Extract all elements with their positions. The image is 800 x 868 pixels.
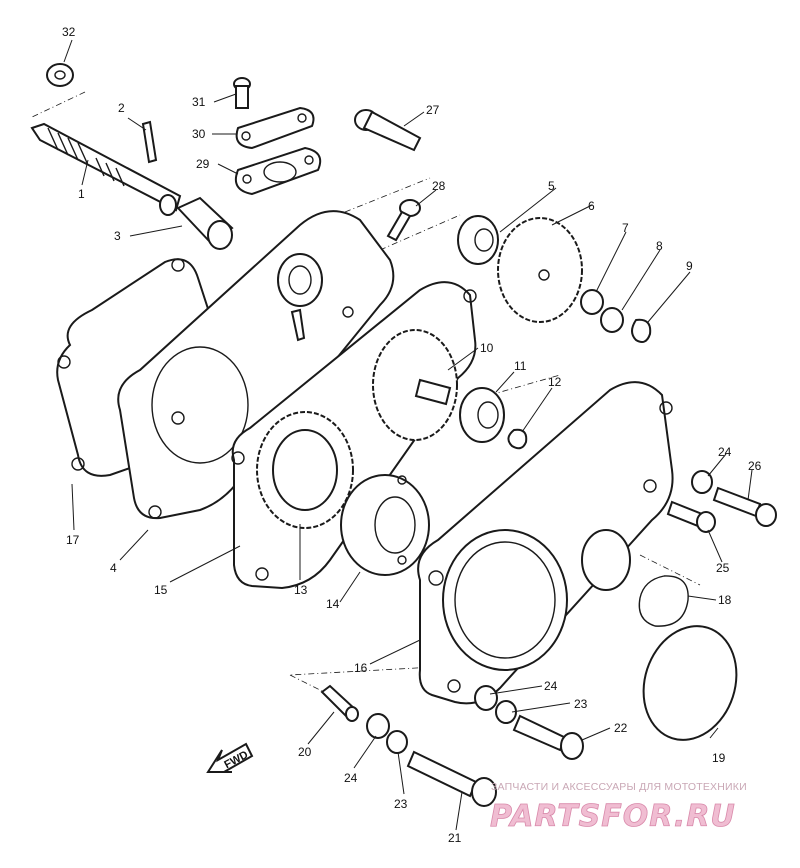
watermark: ЗАПЧАСТИ И АКСЕССУАРЫ ДЛЯ МОТОТЕХНИКИ PA… <box>490 781 747 834</box>
callout-14: 14 <box>326 597 340 611</box>
callout-13: 13 <box>294 583 308 597</box>
fwd-arrow-icon: FWD <box>206 742 254 773</box>
callout-10: 10 <box>480 341 494 355</box>
o-ring-19 <box>642 625 738 741</box>
washer-24-bottom <box>366 713 390 739</box>
bolt-28 <box>386 199 421 242</box>
callout-25: 25 <box>716 561 730 575</box>
circlip-9 <box>631 318 652 343</box>
bolt-22 <box>512 714 584 760</box>
bushing-3 <box>176 196 234 250</box>
worm-shaft-1 <box>30 122 182 216</box>
callout-23-lower: 23 <box>574 697 588 711</box>
callout-17: 17 <box>66 533 80 547</box>
callout-labels: 32 2 1 3 4 5 6 7 8 9 10 11 12 13 14 15 1… <box>62 25 762 845</box>
callout-28: 28 <box>432 179 446 193</box>
bolt-21 <box>406 750 497 807</box>
callout-24-right: 24 <box>718 445 732 459</box>
watermark-caption: ЗАПЧАСТИ И АКСЕССУАРЫ ДЛЯ МОТОТЕХНИКИ <box>491 781 747 793</box>
callout-12: 12 <box>548 375 562 389</box>
callout-18: 18 <box>718 593 732 607</box>
washer-32 <box>46 63 74 87</box>
gear-13 <box>256 411 354 529</box>
callout-29: 29 <box>196 157 210 171</box>
cover-plate-30 <box>235 106 315 150</box>
callout-31: 31 <box>192 95 206 109</box>
callout-9: 9 <box>686 259 693 273</box>
bearing-5 <box>457 215 499 265</box>
callout-24-bottom: 24 <box>344 771 358 785</box>
circlip-18 <box>638 575 689 627</box>
callout-21: 21 <box>448 831 462 845</box>
callout-3: 3 <box>114 229 121 243</box>
leader-lines <box>63 39 753 831</box>
callout-5: 5 <box>548 179 555 193</box>
fwd-label: FWD <box>222 749 250 771</box>
outer-cover-16 <box>417 381 674 705</box>
callout-30: 30 <box>192 127 206 141</box>
callout-4: 4 <box>110 561 117 575</box>
washer-8 <box>600 307 624 333</box>
callout-24-lower: 24 <box>544 679 558 693</box>
bolt-31 <box>233 77 251 109</box>
washer-23-bottom <box>386 730 408 754</box>
bolt-26 <box>712 486 777 527</box>
washer-24-right <box>691 470 713 494</box>
callout-6: 6 <box>588 199 595 213</box>
callout-1: 1 <box>78 187 85 201</box>
bolt-27 <box>354 109 422 152</box>
dowel-pin-20 <box>320 684 359 722</box>
callout-19: 19 <box>712 751 726 765</box>
washer-24-lower <box>474 685 498 711</box>
bolt-25 <box>666 500 716 533</box>
callout-23-bottom: 23 <box>394 797 408 811</box>
callout-8: 8 <box>656 239 663 253</box>
gear-case-4 <box>117 210 395 520</box>
gear-6 <box>497 217 583 323</box>
callout-11: 11 <box>514 359 527 373</box>
callout-15: 15 <box>154 583 168 597</box>
washer-23-lower <box>495 700 517 724</box>
circlip-12 <box>507 428 528 450</box>
callout-20: 20 <box>298 745 312 759</box>
pin-2 <box>141 120 158 164</box>
callout-26: 26 <box>748 459 762 473</box>
gasket-29 <box>234 146 322 196</box>
callout-32: 32 <box>62 25 76 39</box>
callout-27: 27 <box>426 103 440 117</box>
spacer-7 <box>580 289 604 315</box>
callout-7: 7 <box>622 221 629 235</box>
bearing-11 <box>459 387 505 443</box>
watermark-logo: PARTSFOR.RU <box>490 799 736 834</box>
gear-10 <box>372 329 458 441</box>
callout-22: 22 <box>614 721 628 735</box>
callout-2: 2 <box>118 101 125 115</box>
callout-16: 16 <box>354 661 368 675</box>
spacer-14 <box>340 474 430 576</box>
